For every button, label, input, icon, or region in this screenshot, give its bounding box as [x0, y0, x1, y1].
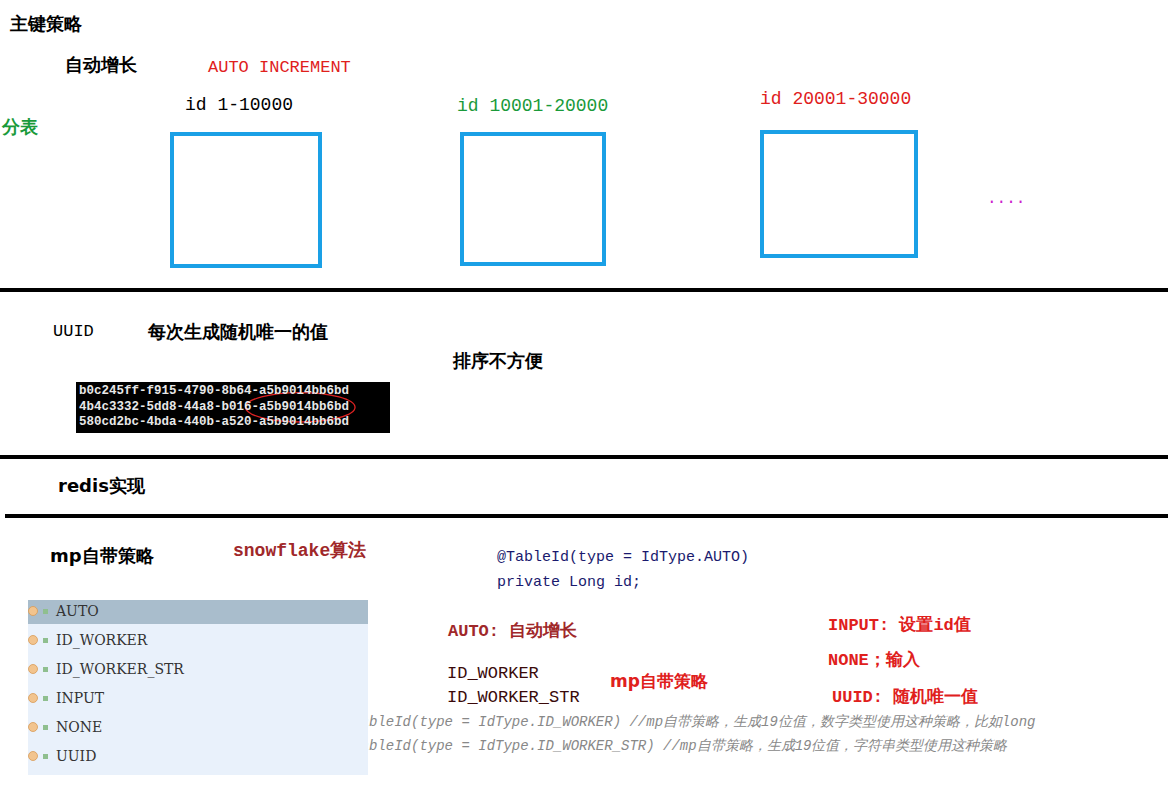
modifier-icon [43, 725, 48, 730]
note-text: UUID: 随机唯一值 [832, 688, 978, 708]
modifier-icon [43, 638, 48, 643]
separator-line [5, 514, 1168, 518]
modifier-icon [43, 667, 48, 672]
separator-line [0, 288, 1168, 292]
enum-constant: AUTO [56, 602, 99, 620]
table-box: id 20001-30000 [760, 89, 930, 258]
modifier-icon [43, 754, 48, 759]
code-line: private Long id; [497, 574, 641, 592]
console-line: 580cd2bc-4bda-440b-a520-a5b9014bb6bd [79, 415, 349, 431]
enum-list-panel: AUTO ID_WORKER ID_WORKER_STR INPUT NONE UUID [28, 600, 368, 775]
table-box: id 10001-20000 [457, 96, 630, 266]
separator-line [0, 455, 1168, 459]
field-icon [29, 607, 38, 616]
modifier-icon [43, 609, 48, 614]
enum-constant: INPUT [56, 689, 104, 707]
section-heading: 自动增长 [65, 54, 137, 76]
enum-name: ID_WORKER [447, 664, 539, 684]
field-icon [29, 694, 38, 703]
note-text: AUTO: 自动增长 [448, 622, 577, 642]
table-heading: id 20001-30000 [760, 89, 911, 109]
table-box: id 1-10000 [170, 95, 355, 268]
table-heading: id 1-10000 [185, 95, 293, 115]
field-icon [29, 636, 38, 645]
enum-name: ID_WORKER_STR [447, 688, 580, 708]
note-text: AUTO INCREMENT [208, 58, 351, 78]
enum-constant: NONE [56, 718, 102, 736]
note-text: mp自带策略 [610, 671, 708, 691]
table-outline [170, 132, 322, 268]
console-line: 4b4c3332-5dd8-44a8-b016-a5b9014bb6bd [79, 400, 349, 416]
enum-constant: ID_WORKER [56, 631, 147, 649]
modifier-icon [43, 696, 48, 701]
code-comment: //@TableId(type = IdType.ID_WORKER_STR) … [327, 738, 1007, 755]
table-heading: id 10001-20000 [457, 96, 608, 116]
ellipsis-mark: .... [987, 190, 1025, 209]
field-icon [29, 665, 38, 674]
note-text: INPUT: 设置id值 [828, 616, 971, 636]
table-outline [460, 132, 606, 266]
field-icon [29, 752, 38, 761]
section-heading: mp自带策略 [50, 545, 154, 567]
page-title: 主键策略 [10, 13, 82, 35]
field-icons [28, 600, 58, 775]
enum-constant: UUID [56, 747, 96, 765]
note-text: 分表 [2, 116, 38, 138]
console-line: b0c245ff-f915-4790-8b64-a5b9014bb6bd [79, 384, 349, 400]
field-icon [29, 723, 38, 732]
code-line: @TableId(type = IdType.AUTO) [497, 549, 749, 567]
section-heading: UUID [53, 322, 94, 342]
code-comment: //@TableId(type = IdType.ID_WORKER) //mp… [327, 714, 1035, 731]
note-text: NONE；输入 [828, 651, 920, 671]
note-text: 排序不方便 [453, 350, 543, 372]
section-heading: redis实现 [58, 475, 145, 497]
section-heading: 每次生成随机唯一的值 [148, 321, 328, 343]
note-text: snowflake算法 [233, 541, 366, 563]
enum-constant: ID_WORKER_STR [56, 660, 184, 678]
console-output: b0c245ff-f915-4790-8b64-a5b9014bb6bd4b4c… [76, 382, 390, 433]
table-outline [760, 130, 918, 258]
